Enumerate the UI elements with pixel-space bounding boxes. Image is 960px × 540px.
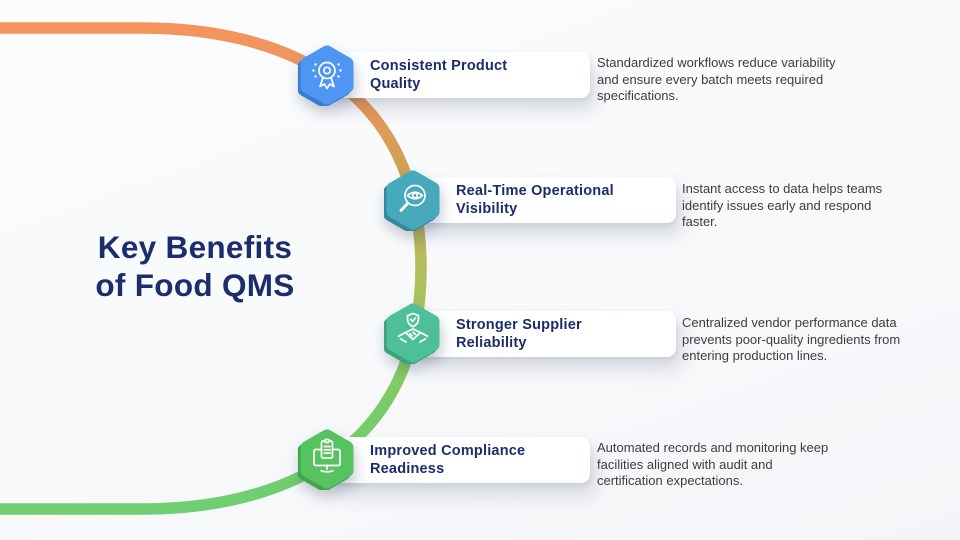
- benefit-description: Automated records and monitoring keep fa…: [597, 440, 828, 490]
- description-line: specifications.: [597, 88, 679, 103]
- description-line: entering production lines.: [682, 348, 828, 363]
- description-line: Centralized vendor performance data: [682, 315, 897, 330]
- benefit-card-stronger-supplier-reliability: Stronger Supplier Reliability: [416, 311, 676, 357]
- page-title: Key Benefits of Food QMS: [50, 229, 340, 304]
- handshake-shield-icon: [384, 303, 440, 364]
- description-line: certification expectations.: [597, 473, 743, 488]
- description-line: faster.: [682, 214, 718, 229]
- award-badge-icon: [298, 45, 354, 106]
- benefit-title: Real-Time Operational: [456, 182, 614, 199]
- benefit-card-consistent-product-quality: Consistent Product Quality: [330, 52, 590, 98]
- benefit-description: Instant access to data helps teams ident…: [682, 181, 882, 231]
- magnifier-eye-icon: [384, 170, 440, 231]
- benefit-description: Centralized vendor performance data prev…: [682, 315, 900, 365]
- description-line: identify issues early and respond: [682, 197, 872, 213]
- description-line: Standardized workflows reduce variabilit…: [597, 55, 836, 70]
- benefit-title: Improved Compliance: [370, 442, 526, 459]
- benefit-title: Quality: [370, 76, 421, 92]
- benefit-description: Standardized workflows reduce variabilit…: [597, 55, 835, 105]
- benefit-card-real-time-operational-visibility: Real-Time Operational Visibility: [416, 177, 676, 223]
- description-line: Instant access to data helps teams: [682, 181, 883, 196]
- description-line: and ensure every batch meets required: [597, 71, 824, 87]
- benefit-title: Visibility: [456, 201, 518, 217]
- benefit-card-improved-compliance-readiness: Improved Compliance Readiness: [330, 437, 590, 483]
- page-title-line1: Key Benefits: [97, 229, 293, 265]
- page-title-line2: of Food QMS: [95, 266, 295, 303]
- benefit-title: Readiness: [370, 461, 445, 477]
- benefit-title: Reliability: [456, 335, 527, 351]
- description-line: Automated records and monitoring keep: [597, 440, 829, 455]
- description-line: prevents poor-quality ingredients from: [682, 331, 901, 347]
- benefit-title: Stronger Supplier: [456, 316, 582, 333]
- description-line: facilities aligned with audit and: [597, 456, 773, 472]
- benefit-title: Consistent Product: [370, 57, 508, 74]
- monitor-checklist-icon: [298, 429, 354, 490]
